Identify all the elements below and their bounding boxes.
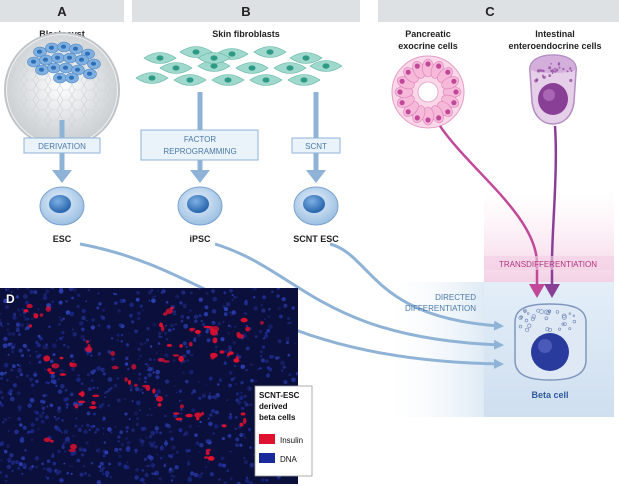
panel-letter-d: D: [6, 292, 15, 306]
legend-swatch-dna: [259, 453, 275, 463]
micrograph: [0, 288, 298, 484]
inner-cell-mass: [27, 41, 101, 84]
directed-label-line1: DIRECTED: [435, 293, 476, 302]
header-bar-b: [132, 0, 360, 22]
legend-swatch-insulin: [259, 434, 275, 444]
pancreatic-arrowhead: [529, 284, 545, 298]
directed-differentiation-zone: [380, 282, 484, 417]
panel-letter-a: A: [57, 4, 67, 19]
panel-letter-b: B: [241, 4, 250, 19]
derivation-box: [23, 137, 101, 154]
esc-label: ESC: [53, 234, 72, 244]
scnt-esc-to-beta-arrow: [329, 242, 504, 331]
enteroendocrine-cell-icon: [529, 54, 577, 125]
intestinal-arrowhead: [544, 284, 560, 298]
legend-label-dna: DNA: [280, 455, 298, 464]
derivation-label: DERIVATION: [38, 142, 86, 151]
pancreatic-title-line2: exocrine cells: [398, 41, 458, 51]
scnt-box: [291, 137, 341, 154]
reprogramming-arrowhead: [190, 170, 210, 183]
factor-reprogramming-box: [140, 129, 259, 161]
fibroblast-cells: [135, 46, 343, 86]
transdifferentiation-label: TRANSDIFFERENTIATION: [499, 260, 597, 269]
scnt-esc-cell-icon: [293, 186, 339, 226]
ipsc-label: iPSC: [189, 234, 211, 244]
scnt-arrowhead: [306, 170, 326, 183]
scnt-esc-label: SCNT ESC: [293, 234, 339, 244]
pancreatic-to-beta-arrow: [438, 125, 539, 290]
factor-label: FACTOR: [184, 135, 217, 144]
ipsc-cell-icon: [177, 186, 223, 226]
ipsc-to-beta-arrow: [214, 242, 504, 350]
pancreatic-title-line1: Pancreatic: [405, 29, 451, 39]
reprogramming-label: REPROGRAMMING: [163, 147, 236, 156]
derivation-arrowhead: [52, 170, 72, 183]
scnt-label: SCNT: [305, 142, 327, 151]
legend-title-line1: SCNT-ESC: [259, 391, 300, 400]
header-bar-c: [378, 0, 619, 22]
beta-cell-label: Beta cell: [531, 390, 568, 400]
transdifferentiation-zone: [484, 190, 614, 285]
panel-letter-c: C: [485, 4, 495, 19]
header-bar-a: [0, 0, 124, 22]
directed-label-line2: DIFFERENTIATION: [405, 304, 476, 313]
legend-title-line3: beta cells: [259, 413, 296, 422]
legend-label-insulin: Insulin: [280, 436, 303, 445]
legend-title-line2: derived: [259, 402, 288, 411]
pancreatic-acinus-icon: [391, 55, 465, 129]
skin-fibroblasts-title: Skin fibroblasts: [212, 29, 280, 39]
beta-cell-icon: [514, 303, 587, 381]
transdifferentiation-band: [484, 256, 614, 270]
intestinal-title-line2: enteroendocrine cells: [508, 41, 601, 51]
intestinal-title-line1: Intestinal: [535, 29, 575, 39]
esc-cell-icon: [39, 186, 85, 226]
